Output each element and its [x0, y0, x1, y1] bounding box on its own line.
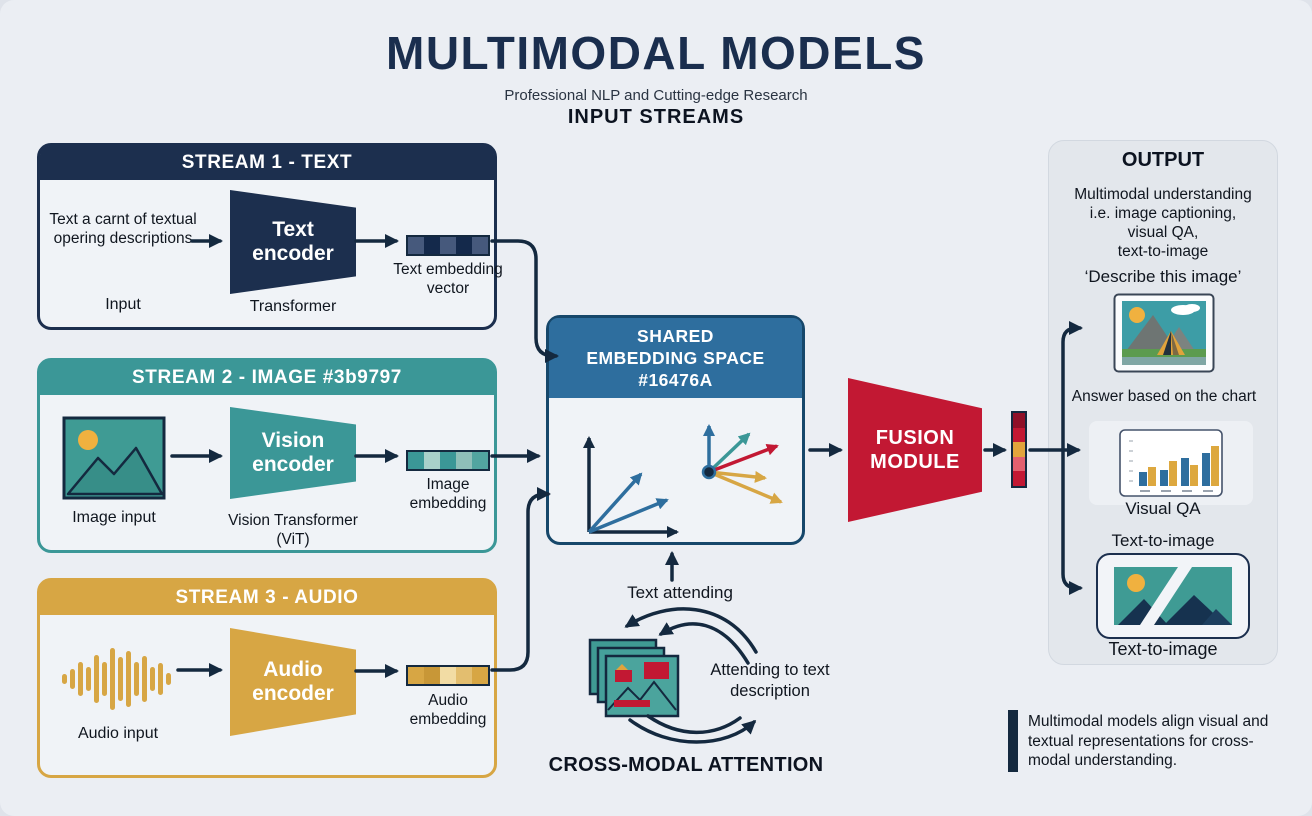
- stream-1-embedding-caption: Text embedding vector: [393, 261, 503, 297]
- stream-2-encoder-caption: Vision Transformer (ViT): [228, 512, 358, 548]
- shared-header-line2: EMBEDDING SPACE: [586, 348, 765, 368]
- text-to-image-caption-bottom: Text-to-image: [1108, 639, 1218, 659]
- stream-3-input-caption: Audio input: [77, 725, 159, 742]
- attending-to-text-label: Attending to text description: [710, 661, 830, 700]
- output-description: Multimodal understanding i.e. image capt…: [1049, 185, 1277, 261]
- text-to-image-caption-top: Text-to-image: [1111, 531, 1215, 550]
- stream-2-header: STREAM 2 - IMAGE #3b9797: [40, 361, 494, 395]
- stream-1-text-box: STREAM 1 - TEXT Text a carnt of textual …: [37, 143, 503, 330]
- image-input-icon: [62, 416, 166, 500]
- image-embedding-icon: [406, 450, 490, 471]
- attended-image-stack-icon: [588, 638, 680, 718]
- stream-1-input-text: Text a carnt of textual opering descript…: [49, 211, 197, 247]
- audio-waveform-icon: [62, 648, 171, 710]
- stream-3-audio-box: STREAM 3 - AUDIO Audio input Audio encod…: [37, 578, 497, 778]
- section-label-input-streams: INPUT STREAMS: [567, 106, 745, 128]
- visual-qa-caption: Visual QA: [1125, 499, 1201, 518]
- stream-1-header: STREAM 1 - TEXT: [40, 146, 494, 180]
- note-accent-bar: [1008, 710, 1018, 772]
- text-to-image-thumb-frame: [1096, 553, 1250, 639]
- output-description-line1: Multimodal understanding: [1074, 186, 1252, 203]
- text-embedding-vector-icon: [406, 235, 490, 256]
- text-attending-label: Text attending: [627, 583, 733, 602]
- text-encoder-trapezoid: Text encoder: [230, 190, 356, 294]
- captioned-landscape-image-icon: [1113, 293, 1215, 373]
- audio-encoder-label: Audio encoder: [252, 658, 334, 705]
- stream-1-input-caption: Input: [105, 296, 141, 313]
- embedding-vectors-plot-icon: [583, 424, 783, 538]
- shared-header-line1: SHARED: [637, 326, 714, 346]
- takeaway-note: Multimodal models align visual and textu…: [1028, 713, 1269, 769]
- output-description-line2: i.e. image captioning,: [1089, 205, 1237, 222]
- page-subtitle: Professional NLP and Cutting-edge Resear…: [504, 87, 808, 104]
- output-description-line3: visual QA,: [1127, 224, 1199, 241]
- stream-3-header: STREAM 3 - AUDIO: [40, 581, 494, 615]
- shared-embedding-space-header: SHARED EMBEDDING SPACE #16476A: [549, 318, 802, 398]
- fused-embedding-bar-icon: [1011, 411, 1027, 488]
- describe-image-quote: ‘Describe this image’: [1084, 267, 1242, 286]
- vision-encoder-trapezoid: Vision encoder: [230, 407, 356, 499]
- shared-header-line3: #16476A: [638, 370, 713, 390]
- text-encoder-label: Text encoder: [252, 218, 334, 265]
- visual-qa-answer-caption: Answer based on the chart: [1071, 388, 1257, 405]
- stream-1-encoder-caption: Transformer: [249, 298, 337, 315]
- audio-embedding-icon: [406, 665, 490, 686]
- shared-embedding-space-box: SHARED EMBEDDING SPACE #16476A: [546, 315, 805, 545]
- fusion-module-trapezoid: FUSION MODULE: [848, 378, 982, 522]
- stream-2-image-box: STREAM 2 - IMAGE #3b9797 Image input Vis…: [37, 358, 497, 553]
- audio-encoder-trapezoid: Audio encoder: [230, 628, 356, 736]
- fusion-label-line1: FUSION: [875, 427, 955, 449]
- stream-3-embedding-caption: Audio embedding: [409, 692, 487, 728]
- stream-2-embedding-caption: Image embedding: [409, 476, 487, 512]
- fusion-label-line2: MODULE: [870, 451, 960, 473]
- page-title: MULTIMODAL MODELS: [386, 27, 926, 79]
- visual-qa-chart-icon: [1119, 429, 1223, 497]
- vision-encoder-label: Vision encoder: [252, 429, 334, 476]
- output-description-line4: text-to-image: [1117, 243, 1209, 260]
- cross-modal-attention-caption: CROSS-MODAL ATTENTION: [548, 754, 824, 776]
- text-to-image-icon: [1114, 567, 1232, 625]
- output-panel: OUTPUT Multimodal understanding i.e. ima…: [1048, 140, 1278, 665]
- stream-2-input-caption: Image input: [72, 509, 156, 526]
- output-title: OUTPUT: [1121, 149, 1205, 171]
